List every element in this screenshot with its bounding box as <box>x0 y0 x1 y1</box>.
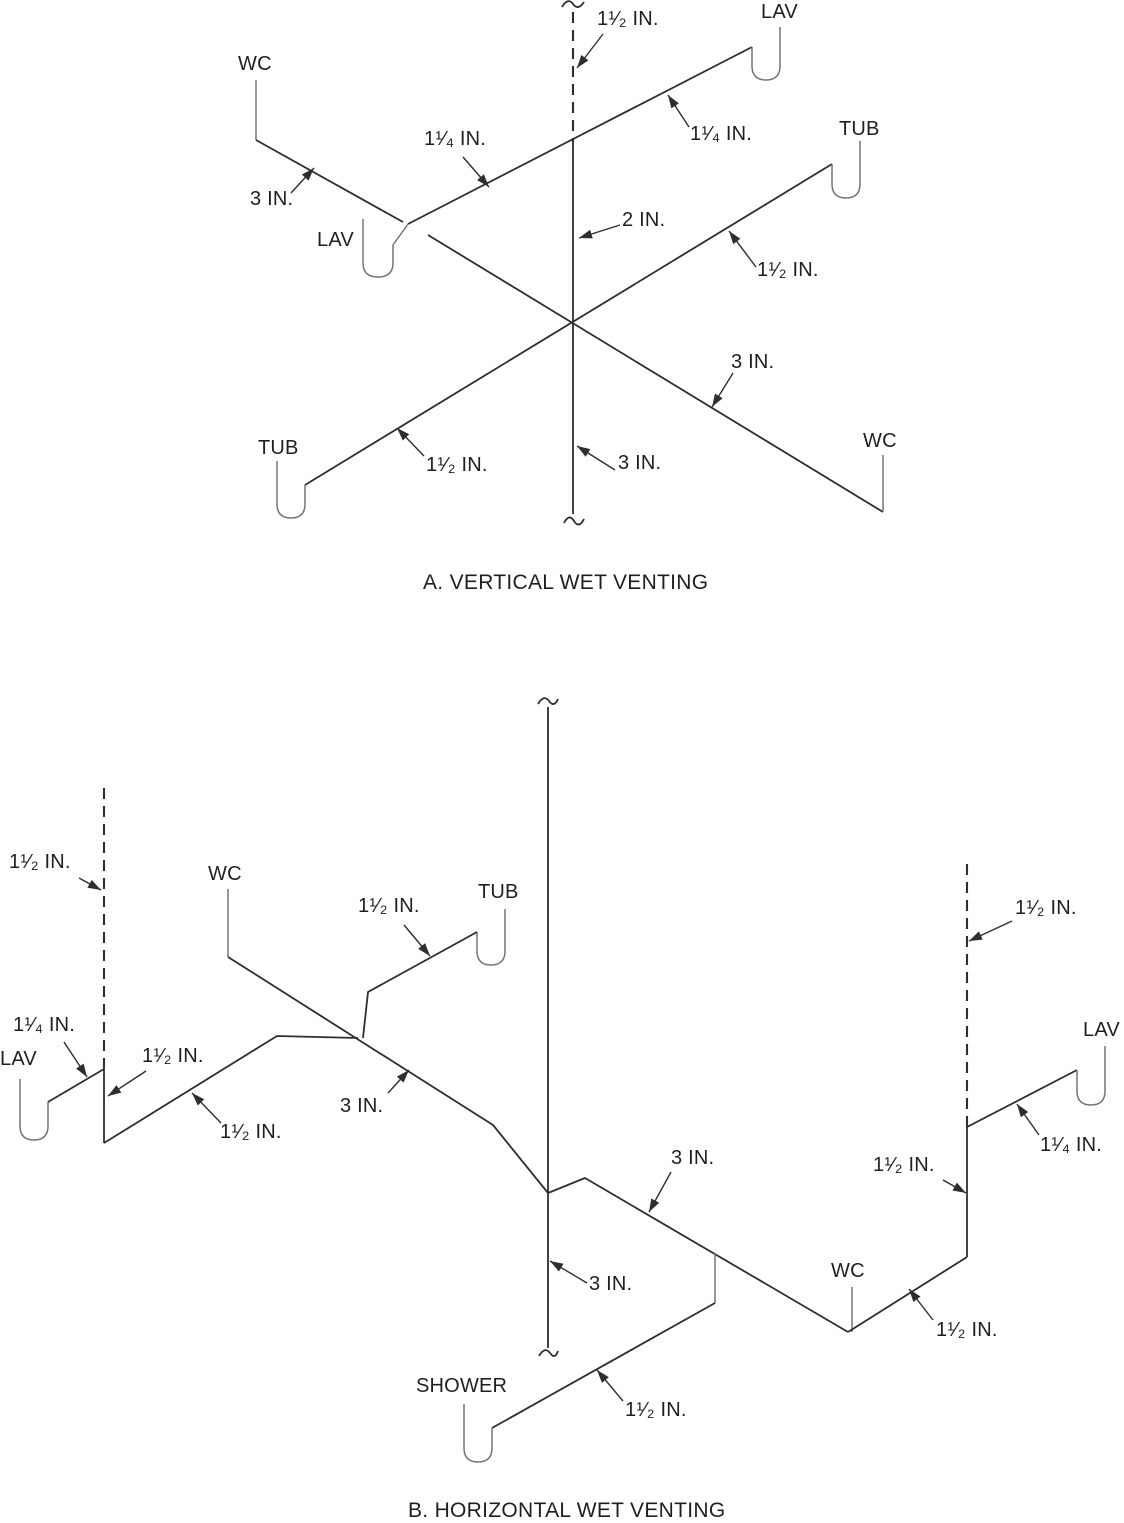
leader-arrow <box>387 1069 410 1094</box>
leader-arrow <box>549 1260 588 1284</box>
shower-trap <box>463 1404 493 1463</box>
tub-left-trap <box>276 461 306 519</box>
diagram-b-leader-arrows <box>63 877 1040 1402</box>
size-label: 3 IN. <box>589 1273 633 1295</box>
leader-arrow <box>576 445 616 471</box>
fixture-label-wc: WC <box>238 53 272 75</box>
size-label: 1¹⁄₂ IN. <box>625 1399 687 1421</box>
leader-arrow <box>1016 1103 1040 1136</box>
lav-left-trap <box>19 1079 49 1141</box>
lav-left-drain <box>47 1068 105 1103</box>
lav-right-trap <box>1076 1046 1106 1106</box>
diagram-a-caption: A. VERTICAL WET VENTING <box>423 571 709 594</box>
shower-drain <box>491 1302 716 1429</box>
pipe-break-squiggle-top <box>561 0 585 8</box>
leader-arrow <box>576 33 604 69</box>
lav-branch-pipe <box>407 46 753 225</box>
leader-arrow <box>728 230 757 268</box>
leader-arrow <box>396 427 425 457</box>
size-label: 3 IN. <box>731 351 775 373</box>
size-label: 1¹⁄₂ IN. <box>873 1154 935 1176</box>
leader-arrow <box>711 372 734 408</box>
lav-right-drain <box>966 1069 1078 1128</box>
fixture-label-wc: WC <box>831 1260 865 1282</box>
size-label: 2 IN. <box>622 209 666 231</box>
size-label: 3 IN. <box>618 452 662 474</box>
diagram-b-pipes <box>19 697 1106 1463</box>
pipe-break-squiggle-bottom <box>563 516 585 526</box>
leader-arrow <box>462 156 490 188</box>
size-label: 1¹⁄₂ IN. <box>597 8 659 30</box>
leader-arrow <box>290 167 315 194</box>
fixture-label-lav: LAV <box>317 229 354 251</box>
fixture-label-tub: TUB <box>478 881 519 903</box>
fixture-label-tub: TUB <box>258 437 299 459</box>
stack-break-squiggle-top <box>537 697 559 705</box>
size-label: 1¹⁄₂ IN. <box>358 895 420 917</box>
size-label: 1¹⁄₂ IN. <box>936 1319 998 1341</box>
size-label: 1¹⁄₂ IN. <box>142 1045 204 1067</box>
leader-arrow <box>191 1092 222 1124</box>
leader-arrow <box>403 924 431 957</box>
fixture-label-lav: LAV <box>1083 1019 1120 1041</box>
fixture-label-wc: WC <box>863 430 897 452</box>
wc-left-drain <box>255 139 404 223</box>
size-label: 3 IN. <box>671 1147 715 1169</box>
leader-arrow <box>648 1171 672 1213</box>
tub-right-trap <box>831 141 861 199</box>
fixture-label-lav: LAV <box>0 1048 37 1070</box>
size-label: 1¹⁄₂ IN. <box>757 259 819 281</box>
tub-trap <box>476 909 506 966</box>
wc-left-drain <box>227 956 549 1194</box>
lav-right-trap <box>751 27 781 81</box>
size-label: 1¹⁄₄ IN. <box>13 1014 76 1036</box>
wc-right-drain <box>427 234 884 513</box>
leader-arrow <box>78 877 102 891</box>
size-label: 1¹⁄₂ IN. <box>9 851 71 873</box>
lav-left-trap <box>362 219 409 278</box>
diagram-a-pipes <box>255 0 884 526</box>
leader-arrow <box>968 920 1013 942</box>
fixture-label-wc: WC <box>208 863 242 885</box>
size-label: 3 IN. <box>340 1095 384 1117</box>
leader-arrow <box>578 224 621 239</box>
fixture-label-shower: SHOWER <box>416 1375 508 1397</box>
stack-break-squiggle-bottom <box>538 1349 559 1357</box>
size-label: 1¹⁄₂ IN. <box>1015 897 1077 919</box>
size-label: 1¹⁄₂ IN. <box>220 1121 282 1143</box>
wc-right-drain <box>847 1256 968 1333</box>
leader-arrow <box>942 1179 967 1194</box>
size-label: 1¹⁄₄ IN. <box>1040 1134 1103 1156</box>
diagram-b-caption: B. HORIZONTAL WET VENTING <box>408 1499 726 1522</box>
tub-branch-pipe <box>304 163 833 486</box>
size-label: 1¹⁄₄ IN. <box>690 123 753 145</box>
size-label: 3 IN. <box>250 188 294 210</box>
horizontal-drain-left <box>103 1035 359 1144</box>
leader-arrow <box>667 94 690 128</box>
fixture-label-lav: LAV <box>761 1 798 23</box>
tub-drain <box>362 931 478 1039</box>
size-label: 1¹⁄₄ IN. <box>424 128 487 150</box>
horizontal-drain-right <box>547 1177 849 1333</box>
leader-arrow <box>107 1070 147 1097</box>
size-label: 1¹⁄₂ IN. <box>426 454 488 476</box>
diagram-a-leader-arrows <box>290 33 757 471</box>
leader-arrow <box>63 1041 88 1078</box>
fixture-label-tub: TUB <box>839 118 880 140</box>
leader-arrow <box>596 1369 624 1402</box>
leader-arrow <box>908 1288 934 1321</box>
